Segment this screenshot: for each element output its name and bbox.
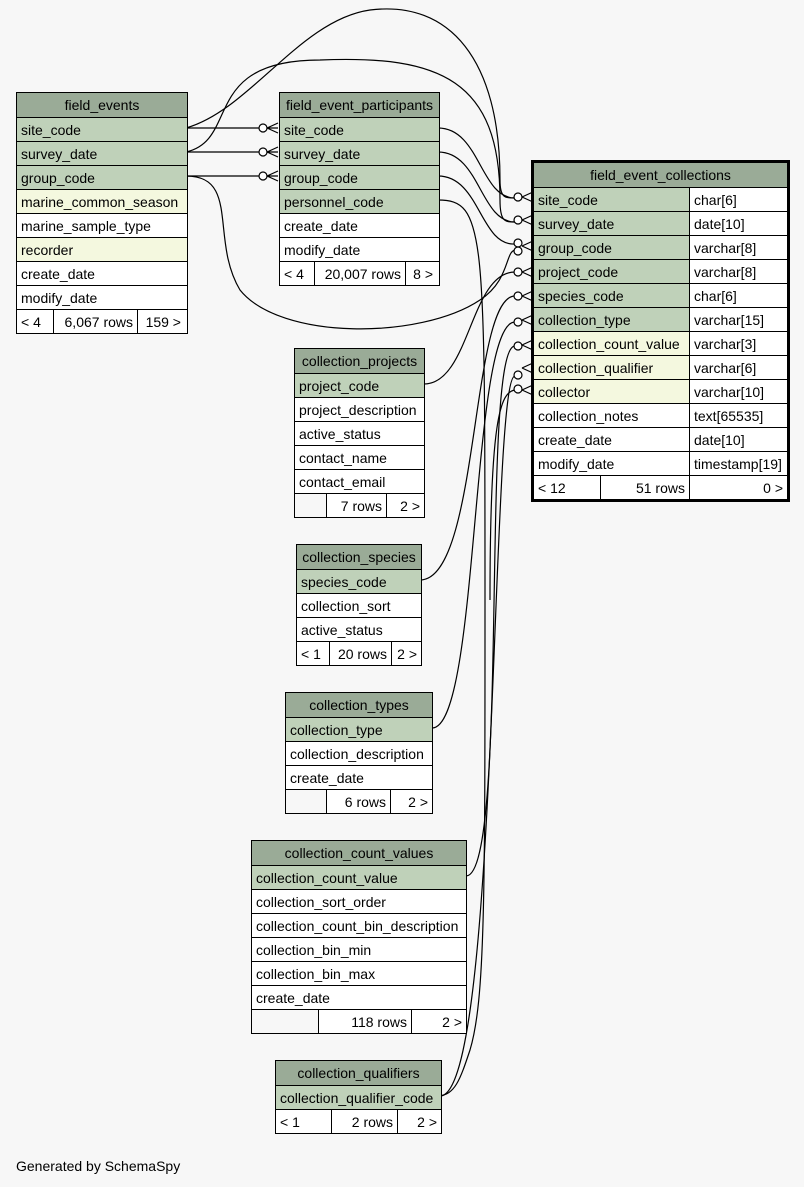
table-field-events[interactable]: field_events site_code survey_date group… [16, 92, 188, 334]
column-row[interactable]: survey_date [280, 141, 439, 165]
parents-link[interactable]: < 1 [301, 645, 321, 662]
column-row[interactable]: marine_sample_type [17, 213, 187, 237]
column-row[interactable]: site_code [280, 117, 439, 141]
children-link[interactable]: 2 > [391, 642, 421, 665]
column-row[interactable]: collection_bin_min [252, 937, 466, 961]
table-footer: < 12 51 rows 0 > [534, 475, 787, 499]
table-footer: < 4 20,007 rows 8 > [280, 261, 439, 285]
column-row[interactable]: group_code [280, 165, 439, 189]
table-header[interactable]: collection_qualifiers [276, 1061, 441, 1085]
column-row[interactable]: site_code [17, 117, 187, 141]
children-link[interactable]: 2 > [411, 1010, 466, 1033]
generated-by-label: Generated by SchemaSpy [16, 1158, 181, 1174]
row-count: 7 rows [326, 494, 386, 517]
column-row[interactable]: create_date [17, 261, 187, 285]
column-row[interactable]: modify_date [17, 285, 187, 309]
row-count: 6,067 rows [53, 310, 137, 333]
column-row[interactable]: modify_date [280, 237, 439, 261]
table-header[interactable]: collection_projects [295, 349, 424, 373]
children-link[interactable]: 2 > [390, 790, 432, 813]
column-row[interactable]: collection_type [286, 717, 432, 741]
table-header[interactable]: field_events [17, 93, 187, 117]
children-link[interactable]: 159 > [137, 310, 185, 333]
table-footer: < 4 6,067 rows 159 > [17, 309, 187, 333]
table-footer: < 1 20 rows 2 > [297, 641, 421, 665]
table-footer: 7 rows 2 > [295, 493, 424, 517]
column-row[interactable]: active_status [295, 421, 424, 445]
parents-link [252, 1010, 318, 1033]
parents-link[interactable]: < 4 [21, 313, 41, 330]
column-row[interactable]: collection_sort_order [252, 889, 466, 913]
row-count: 51 rows [600, 476, 689, 499]
row-count: 20 rows [329, 642, 391, 665]
column-row[interactable]: recorder [17, 237, 187, 261]
column-row[interactable]: collection_count_value [252, 865, 466, 889]
row-count: 2 rows [331, 1110, 397, 1133]
table-header[interactable]: collection_count_values [252, 841, 466, 865]
table-field-event-participants[interactable]: field_event_participants site_code surve… [279, 92, 440, 286]
parents-link[interactable]: < 4 [284, 265, 304, 282]
row-count: 118 rows [318, 1010, 411, 1033]
column-row[interactable]: contact_name [295, 445, 424, 469]
table-footer: 6 rows 2 > [286, 789, 432, 813]
column-row[interactable]: survey_date [17, 141, 187, 165]
table-header[interactable]: collection_types [286, 693, 432, 717]
table-collection-qualifiers[interactable]: collection_qualifiers collection_qualifi… [275, 1060, 442, 1134]
table-footer: < 1 2 rows 2 > [276, 1109, 441, 1133]
children-link[interactable]: 8 > [405, 262, 437, 285]
table-header[interactable]: collection_species [297, 545, 421, 569]
column-row[interactable]: collection_qualifier_code [276, 1085, 441, 1109]
table-collection-types[interactable]: collection_types collection_type collect… [285, 692, 433, 814]
table-collection-species[interactable]: collection_species species_code collecti… [296, 544, 422, 666]
column-row[interactable]: create_date [280, 213, 439, 237]
column-row[interactable]: project_description [295, 397, 424, 421]
table-footer: 118 rows 2 > [252, 1009, 466, 1033]
column-row[interactable]: contact_email [295, 469, 424, 493]
parents-link [286, 790, 326, 813]
column-row[interactable]: personnel_code [280, 189, 439, 213]
column-row[interactable]: active_status [297, 617, 421, 641]
column-row[interactable]: group_code [17, 165, 187, 189]
table-header[interactable]: field_event_collections [534, 163, 787, 187]
parents-link[interactable]: < 1 [280, 1113, 300, 1130]
children-link[interactable]: 2 > [397, 1110, 441, 1133]
column-row[interactable]: marine_common_season [17, 189, 187, 213]
parents-link[interactable]: < 12 [538, 479, 566, 496]
column-row[interactable]: collection_sort [297, 593, 421, 617]
column-row[interactable]: create_date [252, 985, 466, 1009]
column-row[interactable]: create_date [286, 765, 432, 789]
table-collection-count-values[interactable]: collection_count_values collection_count… [251, 840, 467, 1034]
column-row[interactable]: collection_bin_max [252, 961, 466, 985]
children-link[interactable]: 2 > [386, 494, 424, 517]
column-row[interactable]: collection_count_bin_description [252, 913, 466, 937]
row-count: 6 rows [326, 790, 390, 813]
column-row[interactable]: collection_description [286, 741, 432, 765]
table-header[interactable]: field_event_participants [280, 93, 439, 117]
column-row[interactable]: species_code [297, 569, 421, 593]
children-link[interactable]: 0 > [689, 476, 787, 499]
parents-link [295, 494, 326, 517]
row-count: 20,007 rows [314, 262, 405, 285]
table-collection-projects[interactable]: collection_projects project_code project… [294, 348, 425, 518]
column-row[interactable]: project_code [295, 373, 424, 397]
